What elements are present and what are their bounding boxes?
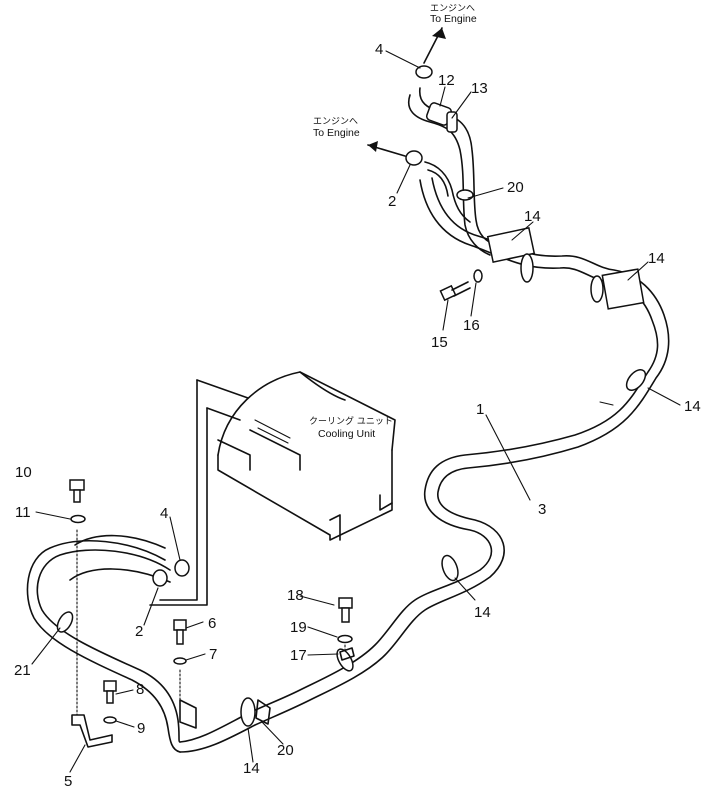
callout-9: 9 (137, 720, 145, 737)
clamp-4-top (415, 65, 433, 79)
hose-clamp-13 (446, 111, 458, 133)
callout-20-bottom: 20 (277, 742, 294, 759)
callout-12: 12 (438, 72, 455, 89)
callout-16: 16 (463, 317, 480, 334)
clamp-4-bottom (174, 559, 190, 577)
callout-2-top: 2 (388, 193, 396, 210)
main-hose (179, 177, 670, 753)
callout-8: 8 (136, 681, 144, 698)
callout-14-c: 14 (684, 398, 701, 415)
hose-clamps (152, 65, 433, 587)
arrow-head-up (432, 28, 446, 39)
callout-21: 21 (14, 662, 31, 679)
note-cooling-en: Cooling Unit (318, 428, 375, 440)
clamps (56, 189, 647, 729)
callout-19: 19 (290, 619, 307, 636)
bolts-washers (69, 269, 483, 748)
callout-2-bottom: 2 (135, 623, 143, 640)
clamp-ring-2 (590, 275, 604, 303)
callout-14-a: 14 (524, 208, 541, 225)
callout-14-b: 14 (648, 250, 665, 267)
clamp-ring-3 (625, 369, 647, 391)
callout-14-e: 14 (243, 760, 260, 777)
callout-17: 17 (290, 647, 307, 664)
clamp-block-2 (601, 268, 645, 310)
callout-1: 1 (476, 401, 484, 418)
callout-6: 6 (208, 615, 216, 632)
callout-13: 13 (471, 80, 488, 97)
clamp-ring-8 (56, 611, 74, 633)
note-engine-mid-en: To Engine (313, 127, 360, 139)
arrows (367, 27, 446, 157)
clamp-ring-7 (456, 189, 474, 201)
callout-11: 11 (15, 504, 31, 521)
callout-20-top: 20 (507, 179, 524, 196)
note-engine-mid-jp: エンジンへ (313, 117, 358, 127)
clamp-2-bottom (152, 569, 168, 587)
clamp-ring-1 (520, 253, 534, 283)
note-engine-top-jp: エンジンへ (430, 4, 475, 14)
callout-3: 3 (538, 501, 546, 518)
clamp-2-top (405, 150, 423, 166)
note-cooling-jp: クーリング ユニット (309, 415, 393, 427)
callout-4-bottom: 4 (160, 505, 168, 522)
callout-14-d: 14 (474, 604, 491, 621)
callout-4-top: 4 (375, 41, 383, 58)
callout-10: 10 (15, 464, 32, 481)
callout-7: 7 (209, 646, 217, 663)
cooling-unit (149, 371, 396, 606)
guide-lines (76, 529, 346, 716)
callout-15: 15 (431, 334, 448, 351)
callout-18: 18 (287, 587, 304, 604)
leader-lines (31, 50, 681, 773)
left-loop-hoses (26, 534, 181, 753)
note-engine-top-en: To Engine (430, 13, 477, 25)
arrow-head-left (368, 141, 378, 152)
callout-5: 5 (64, 773, 72, 787)
upper-hoses (408, 87, 499, 256)
clamp-ring-4 (441, 554, 459, 582)
clamp-block-1 (486, 227, 536, 263)
clamp-ring-6 (240, 697, 256, 727)
